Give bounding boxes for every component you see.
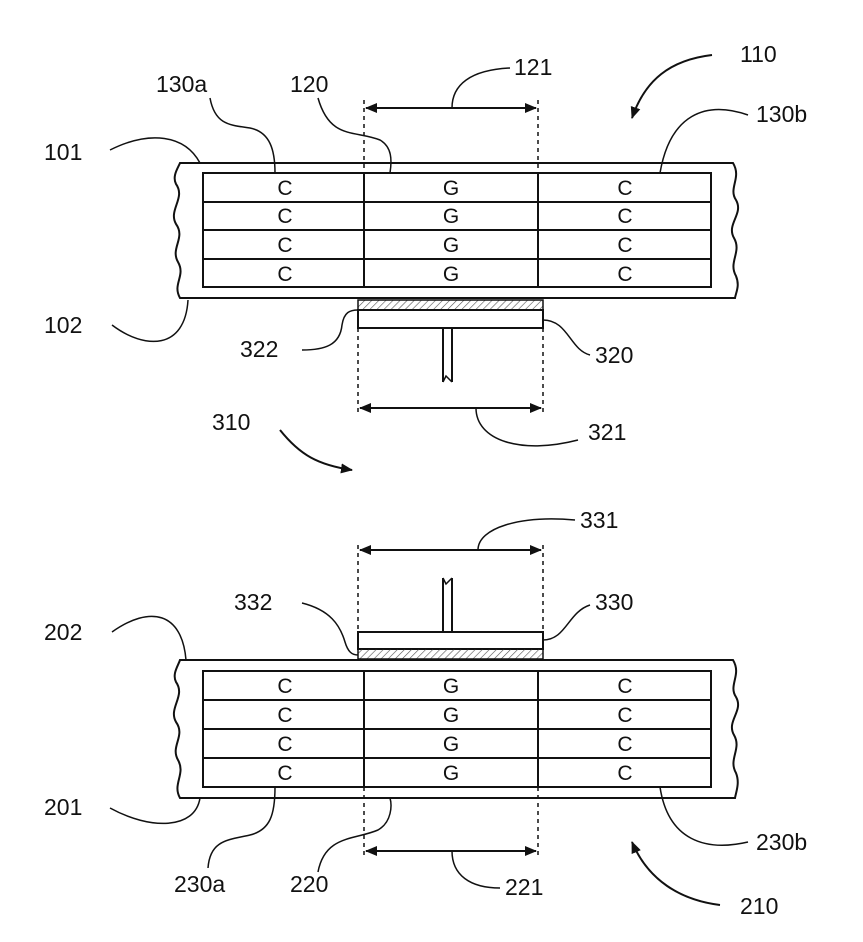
tool-320-stem: [443, 328, 452, 382]
label-210: 210: [740, 893, 778, 919]
label-130b: 130b: [756, 101, 807, 127]
bottom-cell: G: [443, 675, 459, 698]
bottom-cell: C: [617, 733, 632, 756]
top-cell: C: [277, 177, 292, 200]
bottom-cell: C: [277, 675, 292, 698]
bottom-cell: C: [617, 762, 632, 785]
top-assembly: C G C C G C C G C C G C: [110, 55, 748, 446]
label-201: 201: [44, 794, 82, 820]
top-cell: G: [443, 177, 459, 200]
label-230b: 230b: [756, 829, 807, 855]
bottom-cell: C: [617, 675, 632, 698]
label-110: 110: [740, 41, 777, 67]
bottom-cell: C: [277, 762, 292, 785]
label-330: 330: [595, 589, 633, 615]
top-cell: C: [277, 234, 292, 257]
tool-330-plate: [358, 632, 543, 649]
label-321: 321: [588, 419, 626, 445]
leader-120: [318, 98, 391, 173]
top-cell: C: [277, 205, 292, 228]
bottom-cell: C: [617, 704, 632, 727]
label-101: 101: [44, 139, 82, 165]
label-320: 320: [595, 342, 633, 368]
top-cell: C: [617, 205, 632, 228]
leader-320: [543, 320, 590, 355]
bottom-cell: G: [443, 733, 459, 756]
arrow-110: [632, 55, 712, 118]
leader-220: [318, 798, 391, 872]
tool-320-hatch: [358, 300, 543, 310]
leader-322: [302, 310, 358, 350]
arrow-210: [632, 842, 720, 905]
label-332: 332: [234, 589, 272, 615]
tool-320-plate: [358, 310, 543, 328]
label-220: 220: [290, 871, 328, 897]
leader-331: [478, 519, 575, 550]
leader-202: [112, 616, 186, 660]
leader-332: [302, 603, 358, 655]
leader-221: [452, 851, 500, 888]
label-322: 322: [240, 336, 278, 362]
label-230a: 230a: [174, 871, 225, 897]
top-cell: G: [443, 263, 459, 286]
bottom-cell: G: [443, 762, 459, 785]
top-cell: G: [443, 234, 459, 257]
bottom-cell: C: [277, 704, 292, 727]
tool-330-stem: [443, 578, 452, 632]
top-cell: C: [277, 263, 292, 286]
label-121: 121: [514, 54, 552, 80]
leader-121: [452, 68, 510, 108]
label-202: 202: [44, 619, 82, 645]
bottom-assembly: C G C C G C C G C C G C: [110, 519, 748, 905]
leader-330: [543, 605, 590, 640]
leader-201: [110, 798, 200, 823]
label-102: 102: [44, 312, 82, 338]
label-331: 331: [580, 507, 618, 533]
top-cell: C: [617, 263, 632, 286]
label-221: 221: [505, 874, 543, 900]
bottom-cell: G: [443, 704, 459, 727]
leader-321: [476, 408, 578, 446]
label-130a: 130a: [156, 71, 207, 97]
label-120: 120: [290, 71, 328, 97]
top-cell: G: [443, 205, 459, 228]
tool-330-hatch: [358, 649, 543, 659]
top-cell: C: [617, 177, 632, 200]
leader-102: [112, 300, 188, 341]
leader-101: [110, 138, 200, 163]
arrow-310: [280, 430, 352, 470]
leader-130a: [210, 98, 275, 173]
leader-230a: [208, 787, 275, 868]
bottom-cell: C: [277, 733, 292, 756]
top-cell: C: [617, 234, 632, 257]
label-310: 310: [212, 409, 250, 435]
